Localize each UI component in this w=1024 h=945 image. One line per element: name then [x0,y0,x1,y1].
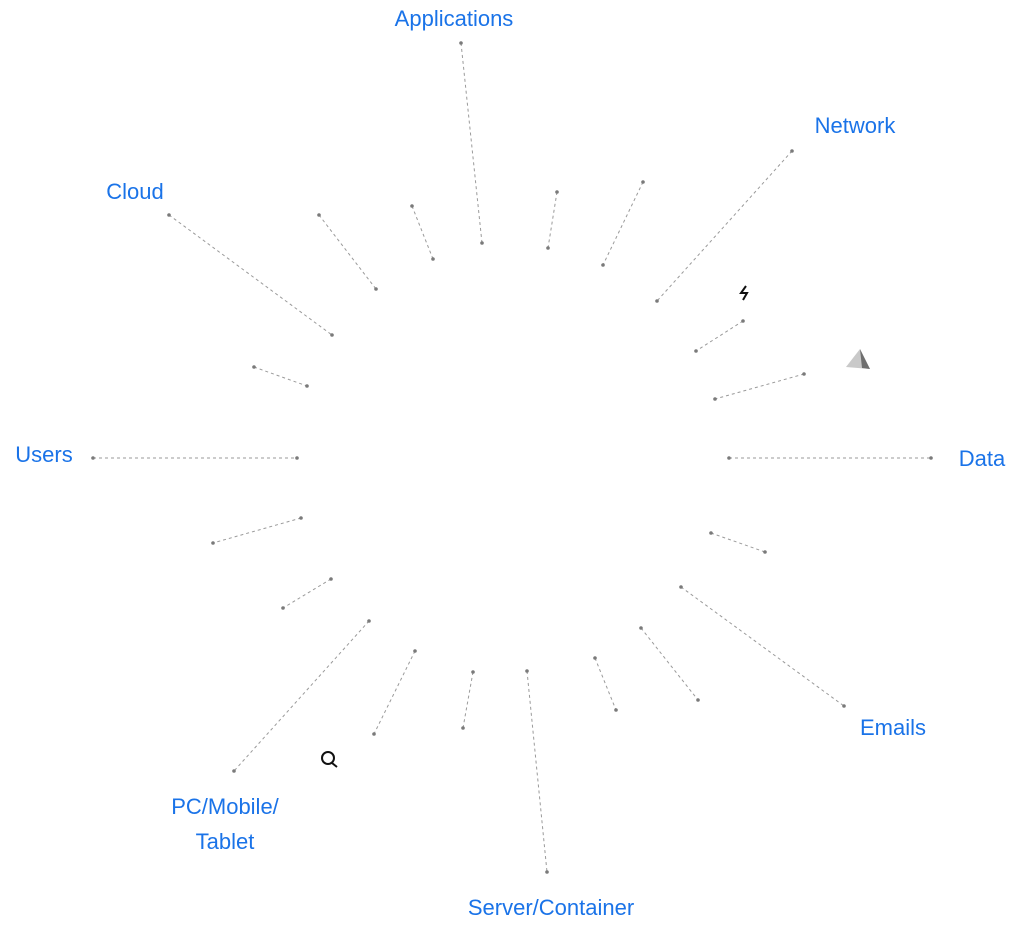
connector-server-container [525,669,549,874]
label-network: Network [815,113,897,138]
connector-cloud [167,213,334,337]
connector-short-12 [593,656,618,712]
connector-pc-mobile-tablet [232,619,371,773]
connector-emails [679,585,846,708]
connector-short-3 [546,190,559,250]
connector-short-13 [461,670,475,730]
label-server-container: Server/Container [468,895,634,920]
lightning-icon [739,285,749,301]
label-data: Data [959,446,1006,471]
connector-short-1 [317,213,378,291]
connector-network [655,149,794,303]
connector-short-7 [252,365,309,388]
label-pc-mobile-line2: Tablet [196,829,255,854]
connector-short-11 [639,626,700,702]
connector-short-2 [410,204,435,261]
connector-short-9 [281,577,333,610]
label-emails: Emails [860,715,926,740]
label-users: Users [15,442,72,467]
label-pc-mobile-line1: PC/Mobile/ [171,794,279,819]
paper-plane-icon [846,349,870,369]
label-cloud: Cloud [106,179,163,204]
connector-short-10 [709,531,767,554]
connector-short-6 [713,372,806,401]
connector-short-5 [694,319,745,353]
connector-short-8 [211,516,303,545]
connector-users [91,456,299,460]
connector-data [727,456,933,460]
magnifier-icon [321,751,338,768]
label-applications: Applications [395,6,514,31]
connector-short-4 [601,180,645,267]
connector-short-14 [372,649,417,736]
connector-applications [459,41,484,245]
